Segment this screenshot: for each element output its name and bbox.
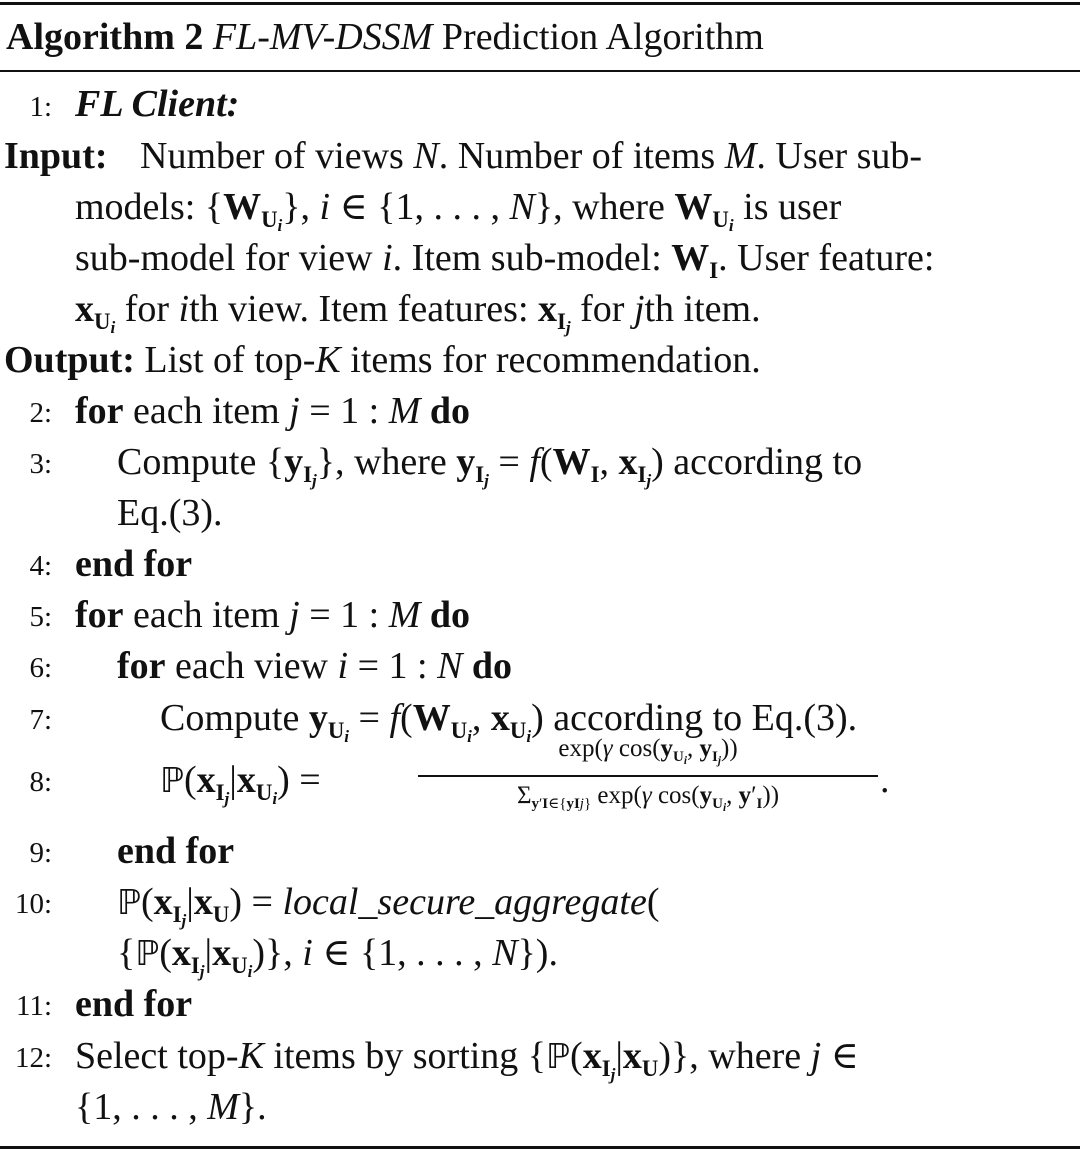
output-label: Output: <box>4 339 135 381</box>
line-number-3: 3: <box>29 448 52 480</box>
line-1-text: FL Client: <box>75 78 239 130</box>
line-number-6: 6: <box>29 652 52 684</box>
line-number-4: 4: <box>29 550 52 582</box>
line-number-12: 12: <box>14 1042 52 1074</box>
input-row-4: xUi for ith view. Item features: xIj for… <box>75 288 761 338</box>
fraction-numerator: exp(γ cos(yUi, yIj)) <box>558 735 738 768</box>
line-number-1: 1: <box>29 91 52 123</box>
line-number-2: 2: <box>29 397 52 429</box>
algorithm-number: Algorithm 2 <box>6 16 204 58</box>
line-10-row-2: {ℙ(xIj|xUi)}, i ∈ {1, . . . , N}). <box>117 932 558 982</box>
bottom-rule <box>0 1146 1080 1149</box>
line-2-text: for each item j = 1 : M do <box>75 390 471 432</box>
fl-client-heading: FL Client: <box>75 83 240 125</box>
line-3-row-1: Compute {yIj}, where yIj = f(WI, xIj) ac… <box>117 441 863 491</box>
line-number-7: 7: <box>29 704 52 736</box>
input-label: Input: <box>4 135 108 177</box>
line-11-text: end for <box>75 983 193 1025</box>
line-4-text: end for <box>75 543 193 585</box>
input-row-3: sub-model for view i. Item sub-model: WI… <box>75 237 935 283</box>
line-number-5: 5: <box>29 601 52 633</box>
line-6-text: for each view i = 1 : N do <box>117 645 513 687</box>
title-rule <box>0 70 1080 72</box>
fraction-denominator: Σy′I∈{yIj} exp(γ cos(yUi, y′I)) <box>516 782 780 815</box>
line-number-9: 9: <box>29 837 52 869</box>
input-row-1: Number of views N. Number of items M. Us… <box>140 135 923 177</box>
line-5-text: for each item j = 1 : M do <box>75 594 471 636</box>
line-8-lhs: ℙ(xIj|xUi) = <box>160 759 321 809</box>
line-8-period: . <box>880 759 890 801</box>
line-9-text: end for <box>117 830 235 872</box>
output-line: Output: List of top-K items for recommen… <box>4 339 761 381</box>
top-rule <box>0 2 1080 5</box>
line-number-10: 10: <box>14 888 52 920</box>
fraction-bar <box>418 775 878 777</box>
probability-fraction: exp(γ cos(yUi, yIj)) Σy′I∈{yIj} exp(γ co… <box>418 730 878 830</box>
algorithm-name: FL-MV-DSSM <box>212 16 433 58</box>
algorithm-suffix: Prediction Algorithm <box>441 16 764 58</box>
line-12-row-1: Select top-K items by sorting {ℙ(xIj|xU)… <box>75 1035 859 1085</box>
line-3-row-2: Eq.(3). <box>117 492 223 534</box>
line-7-text: Compute yUi = f(WUi, xUi) according to E… <box>160 697 858 747</box>
algorithm-title: Algorithm 2 FL-MV-DSSM Prediction Algori… <box>6 12 764 62</box>
line-number-8: 8: <box>29 766 52 798</box>
line-12-row-2: {1, . . . , M}. <box>75 1086 267 1128</box>
line-10-row-1: ℙ(xIj|xU) = local_secure_aggregate( <box>117 881 660 931</box>
input-row-2: models: {WUi}, i ∈ {1, . . . , N}, where… <box>75 186 842 236</box>
line-number-11: 11: <box>16 990 52 1022</box>
